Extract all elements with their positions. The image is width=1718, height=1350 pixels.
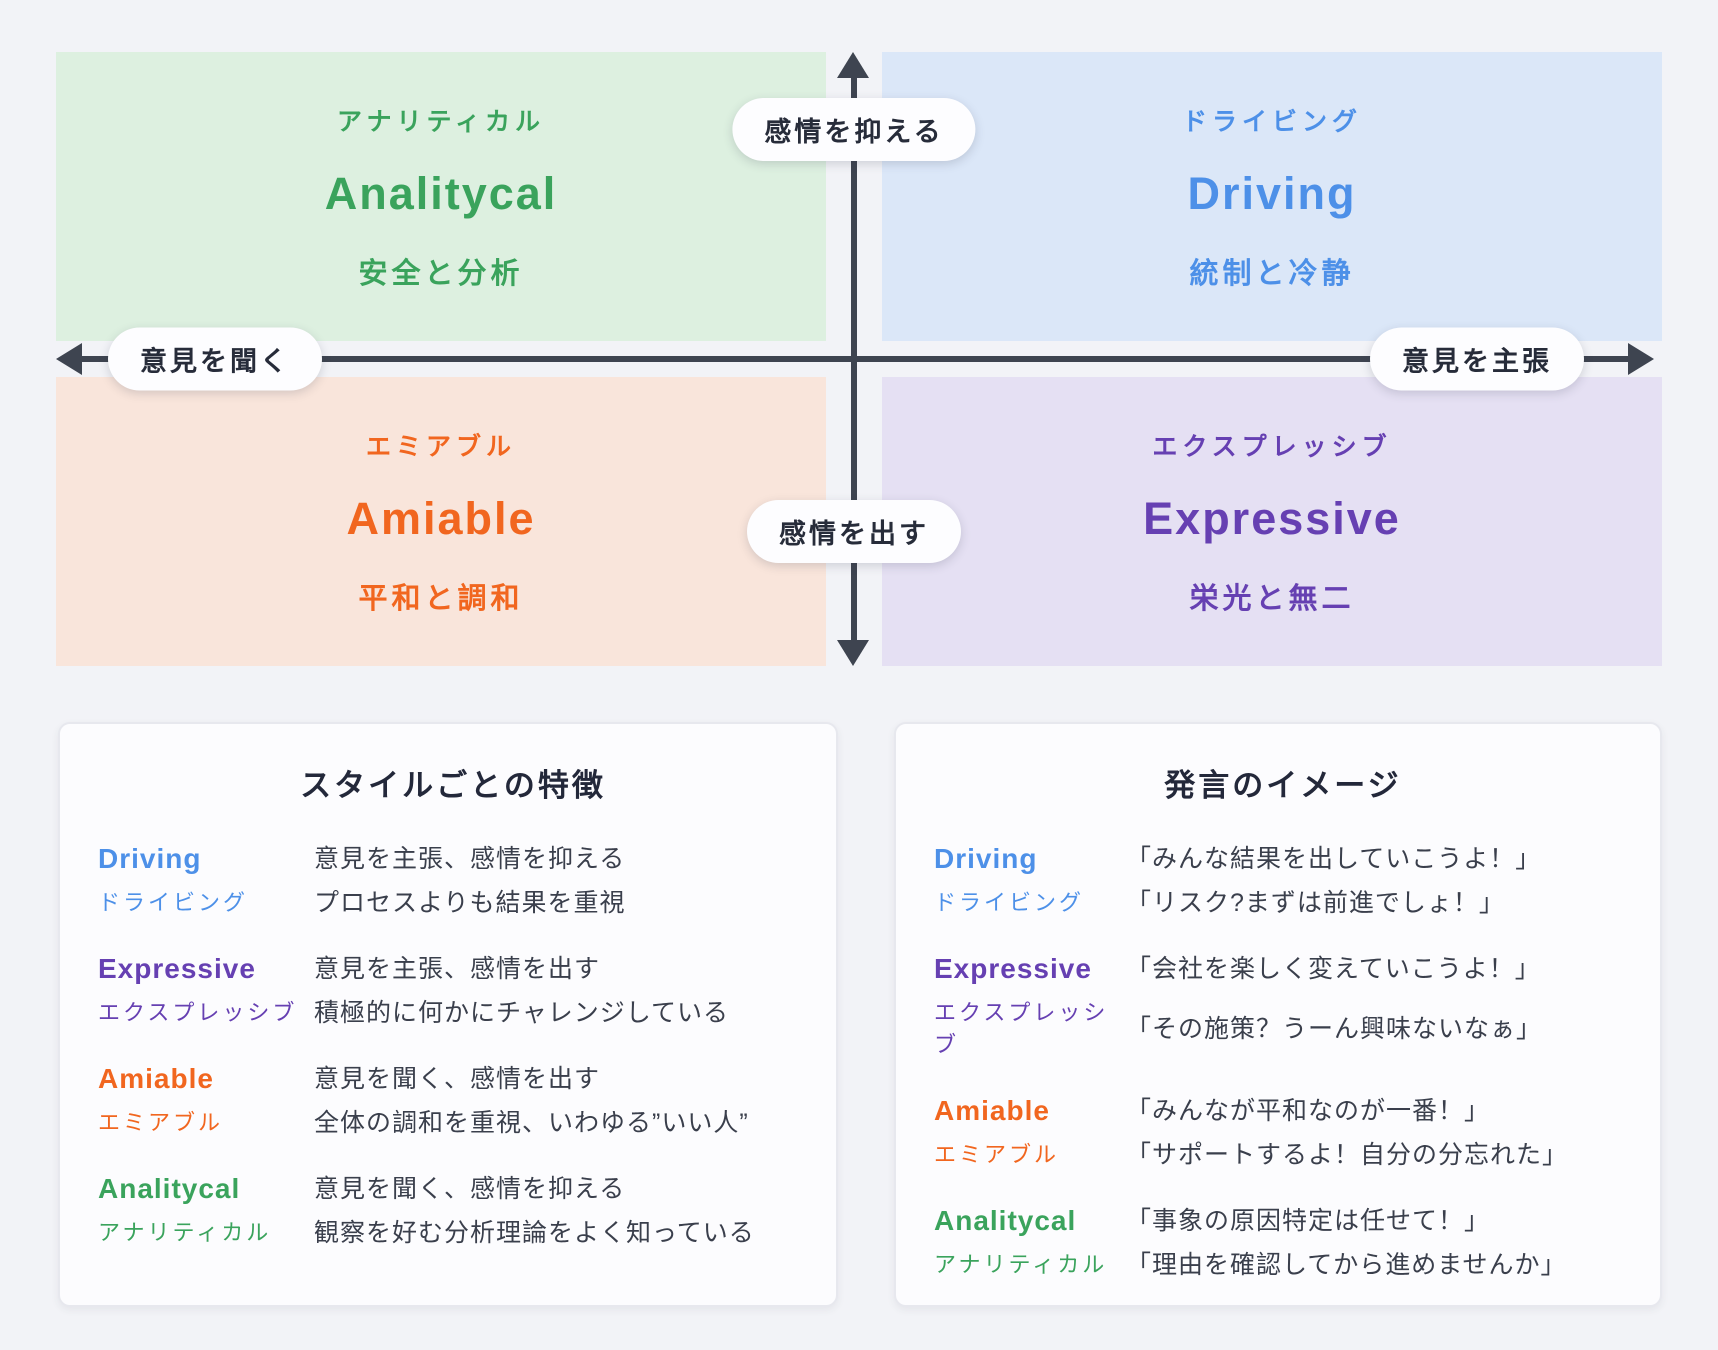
- style-kana: エクスプレッシブ: [98, 1000, 298, 1025]
- style-kana: エクスプレッシブ: [934, 1000, 1109, 1057]
- style-kana: ドライビング: [934, 890, 1085, 915]
- style-kana: エミアブル: [98, 1110, 224, 1135]
- style-desc-line2: 積極的に何かにチャレンジしている: [314, 999, 730, 1027]
- quadrant-driving: ドライビング Driving 統制と冷静: [882, 52, 1662, 341]
- quadrant-analytical-tagline: 安全と分析: [358, 257, 524, 290]
- list-item-analytical: Analitycal 「事象の原因特定は任せて！」 アナリティカル 「理由を確認…: [934, 1205, 1632, 1281]
- quadrant-amiable-tagline: 平和と調和: [358, 582, 524, 615]
- quadrant-amiable-name: Amiable: [346, 492, 536, 544]
- card-style-features: スタイルごとの特徴 Driving 意見を主張、感情を抑える ドライビング プロ…: [58, 722, 838, 1307]
- quadrant-driving-kana: ドライビング: [1181, 107, 1362, 136]
- list-item-expressive: Expressive 「会社を楽しく変えていこうよ！」 エクスプレッシブ 「その…: [934, 953, 1632, 1061]
- quadrant-expressive-name: Expressive: [1143, 492, 1401, 544]
- list-item-amiable: Amiable 「みんなが平和なのが一番！」 エミアブル 「サポートするよ！自分…: [934, 1095, 1632, 1171]
- arrow-down-icon: [837, 640, 869, 666]
- style-desc-line1: 意見を主張、感情を抑える: [314, 845, 626, 873]
- quadrant-amiable: エミアブル Amiable 平和と調和: [56, 377, 826, 666]
- list-item-driving: Driving 「みんな結果を出していこうよ！」 ドライビング 「リスク?まずは…: [934, 843, 1632, 919]
- speech-quote-line1: 「みんなが平和なのが一番！」: [1126, 1097, 1491, 1125]
- style-kana: エミアブル: [934, 1142, 1060, 1167]
- quadrant-expressive-kana: エクスプレッシブ: [1152, 432, 1392, 461]
- arrow-right-icon: [1628, 343, 1654, 375]
- style-desc-line2: 全体の調和を重視、いわゆる”いい人”: [314, 1109, 749, 1137]
- style-name: Amiable: [98, 1063, 214, 1094]
- axis-label-show-emotion: 感情を出す: [747, 500, 961, 563]
- list-item-analytical: Analitycal 意見を聞く、感情を抑える アナリティカル 観察を好む分析理…: [98, 1173, 808, 1249]
- quadrant-driving-tagline: 統制と冷静: [1189, 257, 1355, 290]
- style-name: Analitycal: [934, 1205, 1077, 1236]
- card-speech-examples: 発言のイメージ Driving 「みんな結果を出していこうよ！」 ドライビング …: [894, 722, 1662, 1307]
- arrow-left-icon: [56, 343, 82, 375]
- style-name: Amiable: [934, 1095, 1050, 1126]
- style-desc-line1: 意見を聞く、感情を抑える: [314, 1175, 626, 1203]
- quadrant-expressive-tagline: 栄光と無二: [1189, 582, 1355, 615]
- style-features-list: Driving 意見を主張、感情を抑える ドライビング プロセスよりも結果を重視…: [98, 843, 808, 1249]
- style-name: Driving: [934, 843, 1038, 874]
- style-desc-line1: 意見を聞く、感情を出す: [314, 1065, 601, 1093]
- quadrant-amiable-kana: エミアブル: [365, 432, 516, 461]
- axis-label-assert-opinion: 意見を主張: [1370, 327, 1584, 391]
- style-name: Driving: [98, 843, 202, 874]
- list-item-expressive: Expressive 意見を主張、感情を出す エクスプレッシブ 積極的に何かにチ…: [98, 953, 808, 1029]
- style-name: Expressive: [934, 953, 1092, 984]
- style-desc-line1: 意見を主張、感情を出す: [314, 955, 601, 983]
- card-speech-examples-title: 発言のイメージ: [1164, 768, 1402, 803]
- axis-label-suppress-emotion: 感情を抑える: [732, 98, 976, 161]
- list-item-amiable: Amiable 意見を聞く、感情を出す エミアブル 全体の調和を重視、いわゆる”…: [98, 1063, 808, 1139]
- quadrant-analytical-name: Analitycal: [324, 167, 558, 219]
- speech-quote-line1: 「会社を楽しく変えていこうよ！」: [1126, 955, 1541, 983]
- style-name: Analitycal: [98, 1173, 241, 1204]
- list-item-driving: Driving 意見を主張、感情を抑える ドライビング プロセスよりも結果を重視: [98, 843, 808, 919]
- style-kana: ドライビング: [98, 890, 249, 915]
- speech-quote-line2: 「リスク?まずは前進でしょ！」: [1126, 889, 1505, 917]
- axis-label-listen-opinion: 意見を聞く: [108, 327, 322, 391]
- style-desc-line2: プロセスよりも結果を重視: [314, 889, 626, 917]
- speech-quote-line1: 「みんな結果を出していこうよ！」: [1126, 845, 1542, 873]
- speech-quote-line2: 「サポートするよ！自分の分忘れた」: [1126, 1141, 1569, 1169]
- card-style-features-title: スタイルごとの特徴: [300, 768, 606, 803]
- quadrant-chart: アナリティカル Analitycal 安全と分析 ドライビング Driving …: [56, 52, 1662, 666]
- arrow-up-icon: [837, 52, 869, 78]
- style-name: Expressive: [98, 953, 256, 984]
- quadrant-analytical: アナリティカル Analitycal 安全と分析: [56, 52, 826, 341]
- quadrant-driving-name: Driving: [1187, 167, 1357, 219]
- quadrant-expressive: エクスプレッシブ Expressive 栄光と無二: [882, 377, 1662, 666]
- speech-quote-line2: 「理由を確認してから進めませんか」: [1126, 1251, 1567, 1279]
- speech-quote-line2: 「その施策？うーん興味ないなぁ」: [1126, 1015, 1543, 1043]
- speech-quote-line1: 「事象の原因特定は任せて！」: [1126, 1207, 1491, 1235]
- style-desc-line2: 観察を好む分析理論をよく知っている: [314, 1219, 755, 1247]
- style-kana: アナリティカル: [934, 1252, 1108, 1277]
- horizontal-axis-line: [74, 356, 1632, 362]
- quadrant-analytical-kana: アナリティカル: [336, 107, 545, 136]
- style-kana: アナリティカル: [98, 1220, 272, 1245]
- speech-examples-list: Driving 「みんな結果を出していこうよ！」 ドライビング 「リスク?まずは…: [934, 843, 1632, 1281]
